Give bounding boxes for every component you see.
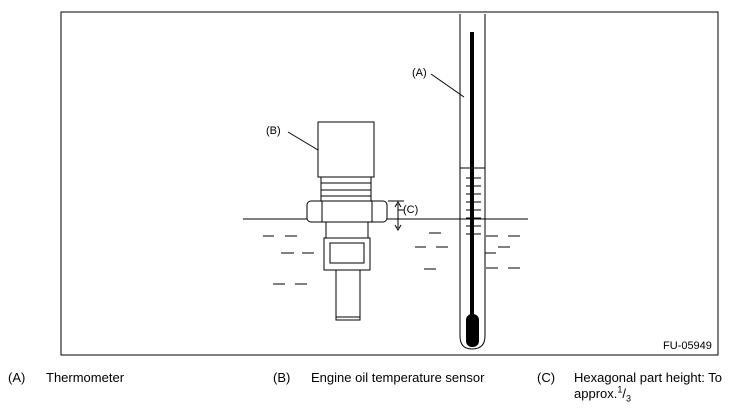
figure-code: FU-05949 bbox=[663, 340, 712, 352]
sensor-connector-body bbox=[317, 121, 375, 178]
hex-height-indicator bbox=[388, 200, 404, 231]
sensor-hex-part bbox=[306, 200, 388, 223]
legend-text-a: Thermometer bbox=[46, 370, 125, 385]
oil-temperature-sensor bbox=[306, 121, 388, 321]
legend-frac-numerator: 1 bbox=[617, 384, 623, 395]
callout-c: (C) bbox=[403, 204, 418, 216]
liquid-dashes bbox=[263, 232, 520, 285]
sensor-probe-tip bbox=[335, 269, 361, 321]
legend-text-c: Hexagonal part height: To approx.1/3 bbox=[574, 370, 722, 404]
legend-key-b: (B) bbox=[273, 370, 291, 385]
legend-text-c-prefix: approx. bbox=[574, 386, 618, 401]
sensor-neck bbox=[320, 176, 372, 202]
thermometer-mercury-column bbox=[470, 32, 474, 322]
legend-key-a: (A) bbox=[8, 370, 26, 385]
thermometer-bulb bbox=[466, 314, 479, 347]
legend-text-c-line1: Hexagonal part height: To bbox=[574, 370, 722, 385]
legend-frac-denominator: 3 bbox=[626, 393, 632, 404]
leader-line-b bbox=[287, 131, 319, 151]
legend-text-b: Engine oil temperature sensor bbox=[311, 370, 485, 385]
legend-key-c: (C) bbox=[537, 370, 556, 385]
figure-frame bbox=[60, 11, 719, 356]
leader-line-a bbox=[430, 73, 465, 98]
thermometer bbox=[459, 14, 486, 350]
thermometer-scale-ticks bbox=[466, 177, 481, 235]
callout-b: (B) bbox=[266, 125, 281, 137]
sensor-thread bbox=[325, 221, 369, 239]
callout-a: (A) bbox=[412, 67, 427, 79]
